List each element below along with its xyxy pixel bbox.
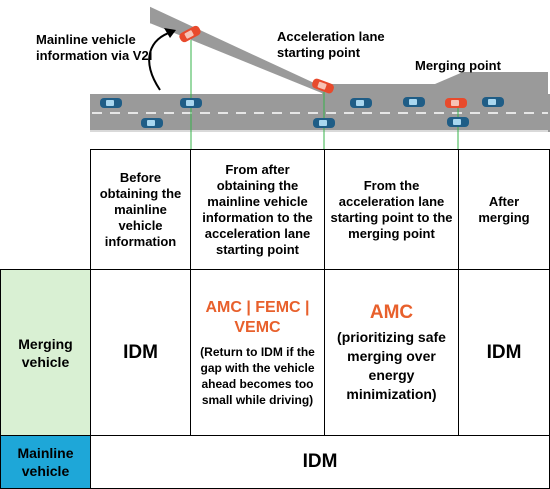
merging-after-value: IDM	[458, 269, 550, 436]
merging-after-info-note: (Return to IDM if the gap with the vehic…	[200, 344, 315, 407]
row-label-merging-vehicle: Merging vehicle	[0, 269, 91, 436]
mainline-car	[180, 98, 202, 108]
merging-point-label: Merging point	[415, 58, 501, 73]
col-header-before: Before obtaining the mainline vehicle in…	[90, 149, 191, 270]
mainline-car	[403, 97, 425, 107]
accel-start-label: Acceleration lane starting point	[277, 29, 385, 60]
road-diagram	[90, 5, 550, 150]
mainline-value: IDM	[90, 435, 550, 489]
v2i-arrowhead	[164, 28, 176, 38]
v2i-arrow	[148, 31, 173, 91]
merging-before-value: IDM	[90, 269, 191, 436]
ramp-edge	[149, 5, 319, 85]
on-ramp	[150, 6, 548, 94]
col-header-after-info: From after obtaining the mainline vehicl…	[190, 149, 325, 270]
mainline-car	[447, 117, 469, 127]
mainline-car	[141, 118, 163, 128]
merging-after-info-cell: AMC | FEMC | VEMC (Return to IDM if the …	[190, 269, 325, 436]
merging-car	[445, 98, 467, 108]
merging-accel-lane-cell: AMC (prioritizing safe merging over ener…	[324, 269, 459, 436]
row-label-mainline-vehicle: Mainline vehicle	[0, 435, 91, 489]
merging-car	[179, 25, 201, 43]
merging-accel-lane-controller: AMC	[369, 301, 414, 323]
merging-accel-lane-note: (prioritizing safe merging over energy m…	[337, 328, 446, 402]
merging-car	[312, 78, 334, 94]
mainline-info-label: Mainline vehicle information via V2I	[36, 32, 153, 63]
col-header-after-merging: After merging	[458, 149, 550, 270]
mainline-car	[350, 98, 372, 108]
col-header-accel-lane: From the acceleration lane starting poin…	[324, 149, 459, 270]
ramp-edge	[149, 23, 323, 95]
mainline-car	[313, 118, 335, 128]
merging-after-info-controller: AMC | FEMC | VEMC	[205, 298, 310, 336]
mainline-car	[100, 98, 122, 108]
mainline-car	[482, 97, 504, 107]
